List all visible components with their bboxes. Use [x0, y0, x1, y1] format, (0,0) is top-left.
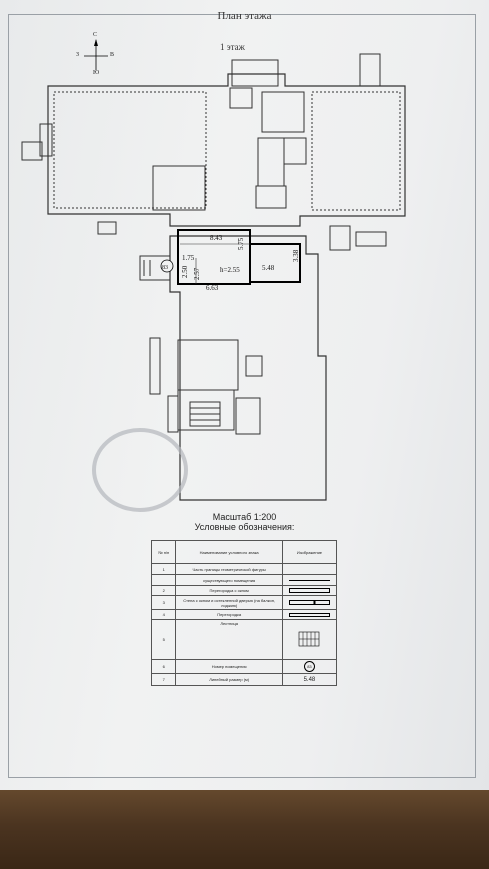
wall-door-icon [288, 600, 330, 605]
dim-left-v1: 2.50 [181, 265, 189, 278]
dim-bottom: 6.63 [206, 284, 219, 292]
legend-header-row: № п/п Наименование условного знака Изобр… [150, 540, 338, 564]
legend-row: 4 Перегородка [150, 609, 338, 620]
legend-row: 5 Лестница [150, 619, 338, 660]
sheet-frame [8, 14, 476, 778]
staircase-icon [299, 631, 320, 647]
compass-north: С [93, 32, 98, 38]
legend-row: существующего помещения [150, 574, 338, 586]
boundary-line-icon [288, 579, 330, 581]
partition-icon [288, 612, 330, 617]
legend-header-image: Изображение [281, 540, 338, 564]
compass-rose: С Ю З В [74, 32, 118, 78]
dim-left-v2: 2.57 [193, 267, 201, 280]
scale-block: Масштаб 1:200 Условные обозначения: [0, 512, 489, 532]
dim-top: 8.43 [210, 234, 223, 242]
dim-left-small: 1.75 [182, 254, 195, 262]
legend-row: 2 Перегородка с окном [150, 585, 338, 596]
floor-plan-sheet: План этажа 1 этаж С Ю З В [0, 0, 489, 790]
linear-dimension-sample: 5.48 [303, 676, 316, 683]
legend-title: Условные обозначения: [194, 522, 295, 532]
floor-label: 1 этаж [220, 42, 245, 52]
room-height: h=2.55 [220, 266, 240, 274]
legend-row: 3 Стена с окном и остекленной дверью (на… [150, 595, 338, 610]
legend-header-num: № п/п [150, 540, 177, 564]
compass-arrows-icon [84, 39, 108, 70]
legend-table: № п/п Наименование условного знака Изобр… [150, 540, 338, 686]
dim-annex-height: 3.38 [292, 249, 300, 262]
dim-annex-width: 5.48 [262, 264, 275, 272]
floor-plan-drawing: 8.43 5.75 1.75 2.50 2.57 h=2.55 6.63 5.4… [21, 53, 406, 512]
legend-row: 1 Часть границы геометрической фигуры [150, 563, 338, 575]
room-number: 83 [162, 265, 168, 271]
page-title: План этажа [217, 10, 272, 22]
room-number-icon: 83 [303, 661, 315, 672]
compass-east: В [110, 52, 115, 58]
legend-row: 7 Линейный размер (м) 5.48 [150, 673, 338, 686]
legend-header-name: Наименование условного знака [175, 540, 283, 564]
compass-south: Ю [93, 70, 100, 76]
scale-label: Масштаб 1:200 [212, 512, 277, 522]
room-number-circle [160, 259, 174, 273]
stamp-icon [92, 428, 188, 512]
legend-row: 6 Номер помещения 83 [150, 659, 338, 674]
dim-right-vertical: 5.75 [237, 237, 245, 250]
compass-west: З [76, 52, 80, 58]
partition-window-icon [288, 588, 330, 593]
